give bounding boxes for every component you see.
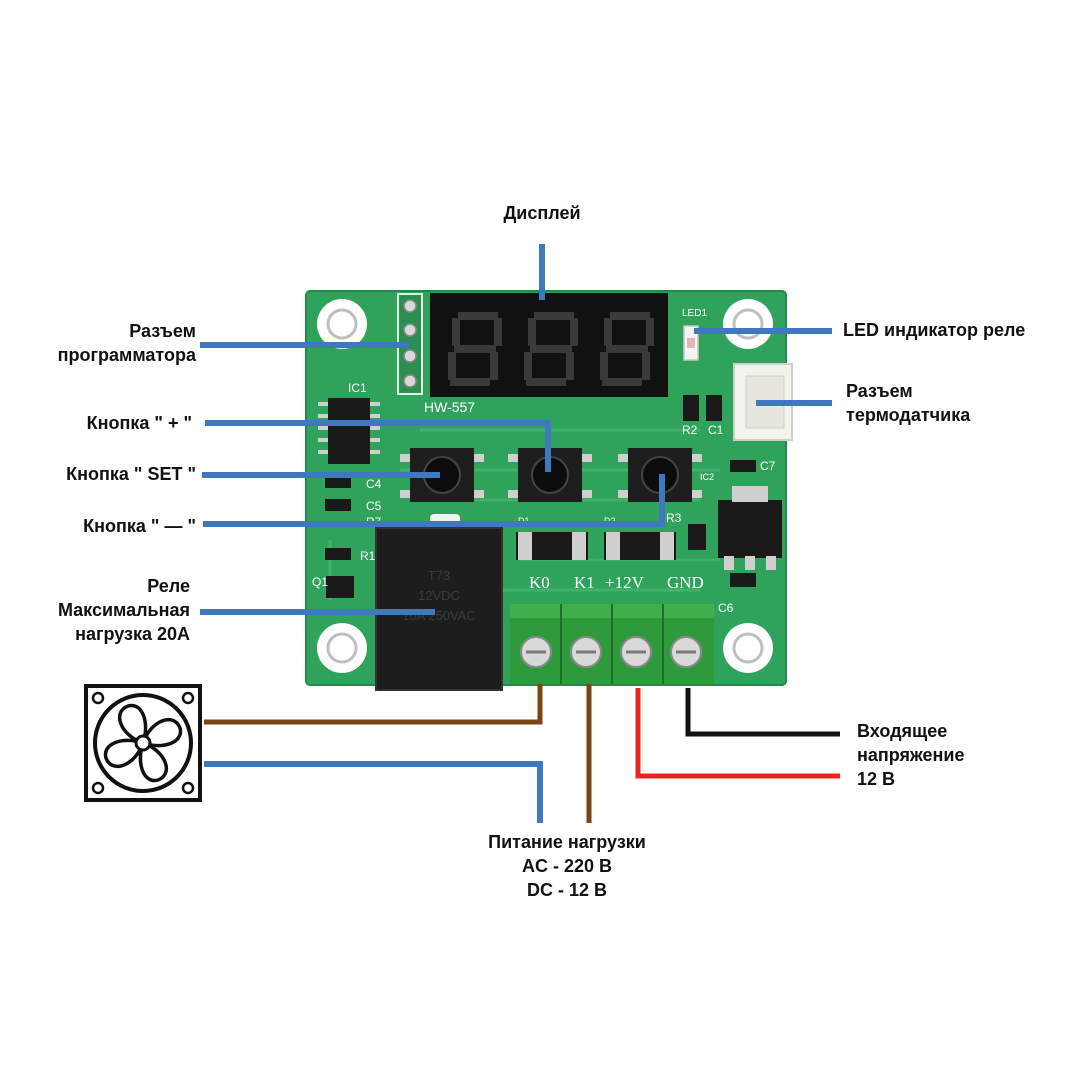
terminal-label-12v: +12V <box>605 573 645 592</box>
silk-r1: R1 <box>360 549 376 563</box>
label-button-minus: Кнопка " — " <box>83 516 196 536</box>
label-display: Дисплей <box>503 203 581 223</box>
wire-red-12v <box>635 688 840 779</box>
silk-q1: Q1 <box>312 575 328 589</box>
voltage-regulator <box>718 486 782 570</box>
fan-icon <box>84 684 202 802</box>
smd-components <box>325 395 756 598</box>
silk-ic2: IC2 <box>700 472 714 482</box>
mounting-hole <box>317 299 773 673</box>
relay-mark: 12VDC <box>418 588 460 603</box>
terminal-label-k0: K0 <box>529 573 550 592</box>
terminal-label-gnd: GND <box>667 573 704 592</box>
silk-c4: C4 <box>366 477 382 491</box>
button-set-part <box>400 448 484 502</box>
silk-c5: C5 <box>366 499 382 513</box>
silk-c6: C6 <box>718 601 734 615</box>
wire-blue-load <box>204 761 543 823</box>
silk-ic1: IC1 <box>348 381 367 395</box>
silk-c1: C1 <box>708 423 724 437</box>
terminal-label-k1: K1 <box>574 573 595 592</box>
label-led-relay: LED индикатор реле <box>843 320 1026 340</box>
label-button-set: Кнопка " SET " <box>66 464 196 484</box>
label-load-power: Питание нагрузки AC - 220 В DC - 12 В <box>488 832 646 900</box>
terminal-block <box>510 604 714 684</box>
leader-lines <box>200 244 832 615</box>
wire-brown-k0 <box>204 684 543 725</box>
silk-r3: R3 <box>666 511 682 525</box>
label-button-plus: Кнопка " + " <box>86 413 192 433</box>
led-indicator <box>683 325 699 361</box>
wires <box>204 684 840 823</box>
label-programmer-connector: Разъем программатора <box>57 321 196 365</box>
label-input-voltage: Входящее напряжение 12 В <box>857 721 965 789</box>
board-model: HW-557 <box>424 399 475 415</box>
silk-r2: R2 <box>682 423 698 437</box>
wire-black-gnd <box>685 688 840 737</box>
label-relay: Реле Максимальная нагрузка 20А <box>57 576 190 644</box>
relay-mark: T73 <box>428 568 450 583</box>
silk-led1: LED1 <box>682 308 707 319</box>
label-sensor-connector: Разъем термодатчика <box>846 381 971 425</box>
silk-c7: C7 <box>760 459 776 473</box>
seven-segment-display <box>430 293 668 397</box>
ic1-chip <box>318 398 380 464</box>
